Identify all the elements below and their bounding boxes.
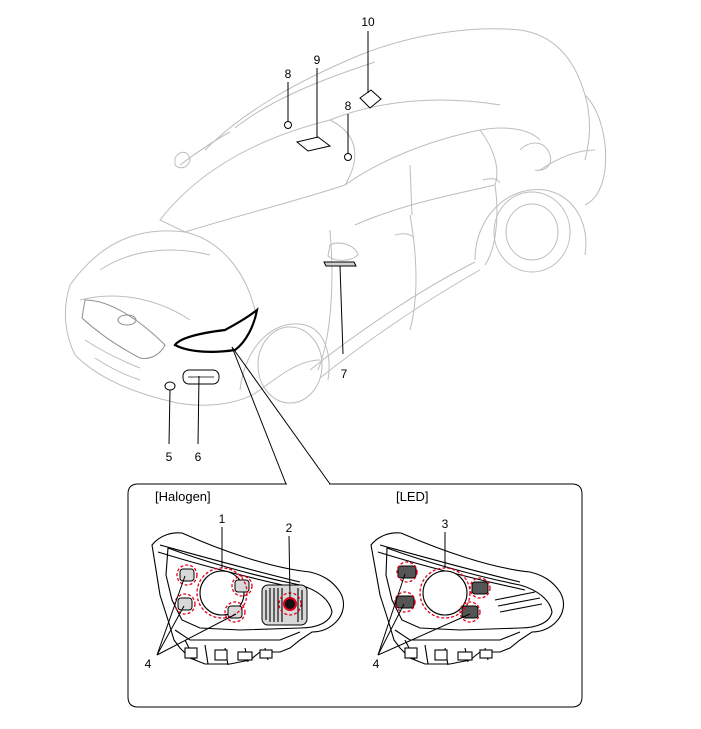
callout-8-left: 8 <box>285 67 292 81</box>
callout-6: 6 <box>195 450 202 464</box>
led-label: [LED] <box>396 489 429 504</box>
callout-1: 1 <box>219 512 226 526</box>
room-lamp <box>295 136 332 152</box>
callout-2: 2 <box>286 521 293 535</box>
callout-7: 7 <box>341 367 348 381</box>
rear-room-lamp <box>359 89 382 109</box>
callout-4-halogen: 4 <box>145 657 152 671</box>
car-leader-lines <box>168 31 369 485</box>
callout-9: 9 <box>314 53 321 67</box>
led-headlamp <box>370 532 565 666</box>
map-lamp-right <box>344 153 352 161</box>
callout-3: 3 <box>442 517 449 531</box>
headlamp-detail-box: [Halogen] [LED] <box>127 483 583 708</box>
callout-5: 5 <box>166 450 173 464</box>
side-repeater-lamp <box>323 261 357 267</box>
car-outline <box>65 28 607 406</box>
halogen-bulb-2 <box>283 597 297 611</box>
halogen-headlamp <box>151 532 345 666</box>
headlamp-outline <box>173 307 259 353</box>
front-side-lamp <box>164 381 176 391</box>
callout-4-led: 4 <box>373 657 380 671</box>
car-lamp-highlights <box>164 89 382 391</box>
callout-8-right: 8 <box>345 99 352 113</box>
callout-10: 10 <box>361 15 375 29</box>
halogen-label: [Halogen] <box>155 489 211 504</box>
map-lamp-left <box>284 121 292 129</box>
